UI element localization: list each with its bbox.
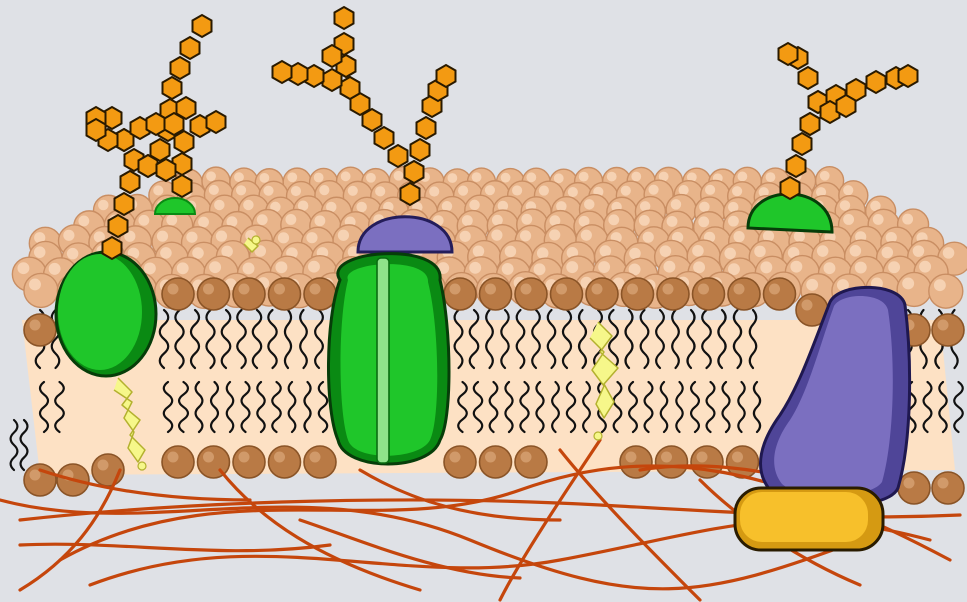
sugar-hexagon [177,97,196,119]
sugar-hexagon [401,183,420,205]
sugar-hexagon [87,119,106,141]
lower-head [656,446,688,478]
sugar-hexagon [207,111,226,133]
lower-head [444,446,476,478]
actin-fiber [20,544,330,551]
sugar-hexagon [437,65,456,87]
sugar-hexagon [181,37,200,59]
anchor-body [740,492,868,542]
sugar-hexagon [899,65,918,87]
lipid-tail [11,420,18,470]
sugar-hexagon [779,43,798,65]
upper-head [480,278,512,310]
lower-head [480,446,512,478]
channel-pore [377,258,389,463]
sugar-hexagon [139,155,158,177]
actin-fiber [300,520,520,578]
sugar-hexagon [793,133,812,155]
sugar-hexagon [147,113,166,135]
upper-head [233,278,265,310]
lower-head [691,446,723,478]
outer-head [929,274,963,308]
sugar-hexagon [175,131,194,153]
upper-head [693,278,725,310]
sugar-hexagon [163,77,182,99]
upper-head [657,278,689,310]
sugar-hexagon [273,61,292,83]
actin-fiber [220,470,420,590]
upper-head [515,278,547,310]
upper-head [728,278,760,310]
lower-head [620,446,652,478]
sugar-hexagon [335,7,354,29]
sugar-hexagon [787,155,806,177]
lower-head [233,446,265,478]
sugar-hexagon [799,67,818,89]
lower-head [932,472,964,504]
channel-protein [328,254,449,464]
lower-head [304,446,336,478]
upper-head [551,278,583,310]
lipid-tail [954,382,963,432]
lower-head [515,446,547,478]
upper-head [444,278,476,310]
upper-head [764,278,796,310]
sugar-hexagon [173,175,192,197]
upper-head [622,278,654,310]
sugar-hexagon [341,77,360,99]
upper-head [304,278,336,310]
sugar-hexagon [405,161,424,183]
glycoprotein [56,252,156,376]
sugar-hexagon [103,237,122,259]
upper-head [932,314,964,346]
sugar-hexagon [323,45,342,67]
upper-head [586,278,618,310]
sugar-hexagon [115,193,134,215]
lower-head [162,446,194,478]
sugar-hexagon [801,113,820,135]
upper-head [198,278,230,310]
sugar-hexagon [417,117,436,139]
upper-head [162,278,194,310]
upper-head [269,278,301,310]
sugar-hexagon [193,15,212,37]
sugar-hexagon [867,71,886,93]
sugar-hexagon [109,215,128,237]
sugar-hexagon [781,177,800,199]
sugar-hexagon [375,127,394,149]
lower-head [198,446,230,478]
sugar-hexagon [157,159,176,181]
sugar-hexagon [411,139,430,161]
upper-head [24,314,56,346]
lower-head [898,472,930,504]
sugar-hexagon [389,145,408,167]
cytoskeleton-anchor [735,488,883,550]
sugar-hexagon [837,95,856,117]
sugar-hexagon [171,57,190,79]
sugar-hexagon [121,171,140,193]
outer-head [24,273,58,307]
glycoprotein-body [58,254,142,370]
lipid-tail [21,420,28,470]
lower-head [269,446,301,478]
